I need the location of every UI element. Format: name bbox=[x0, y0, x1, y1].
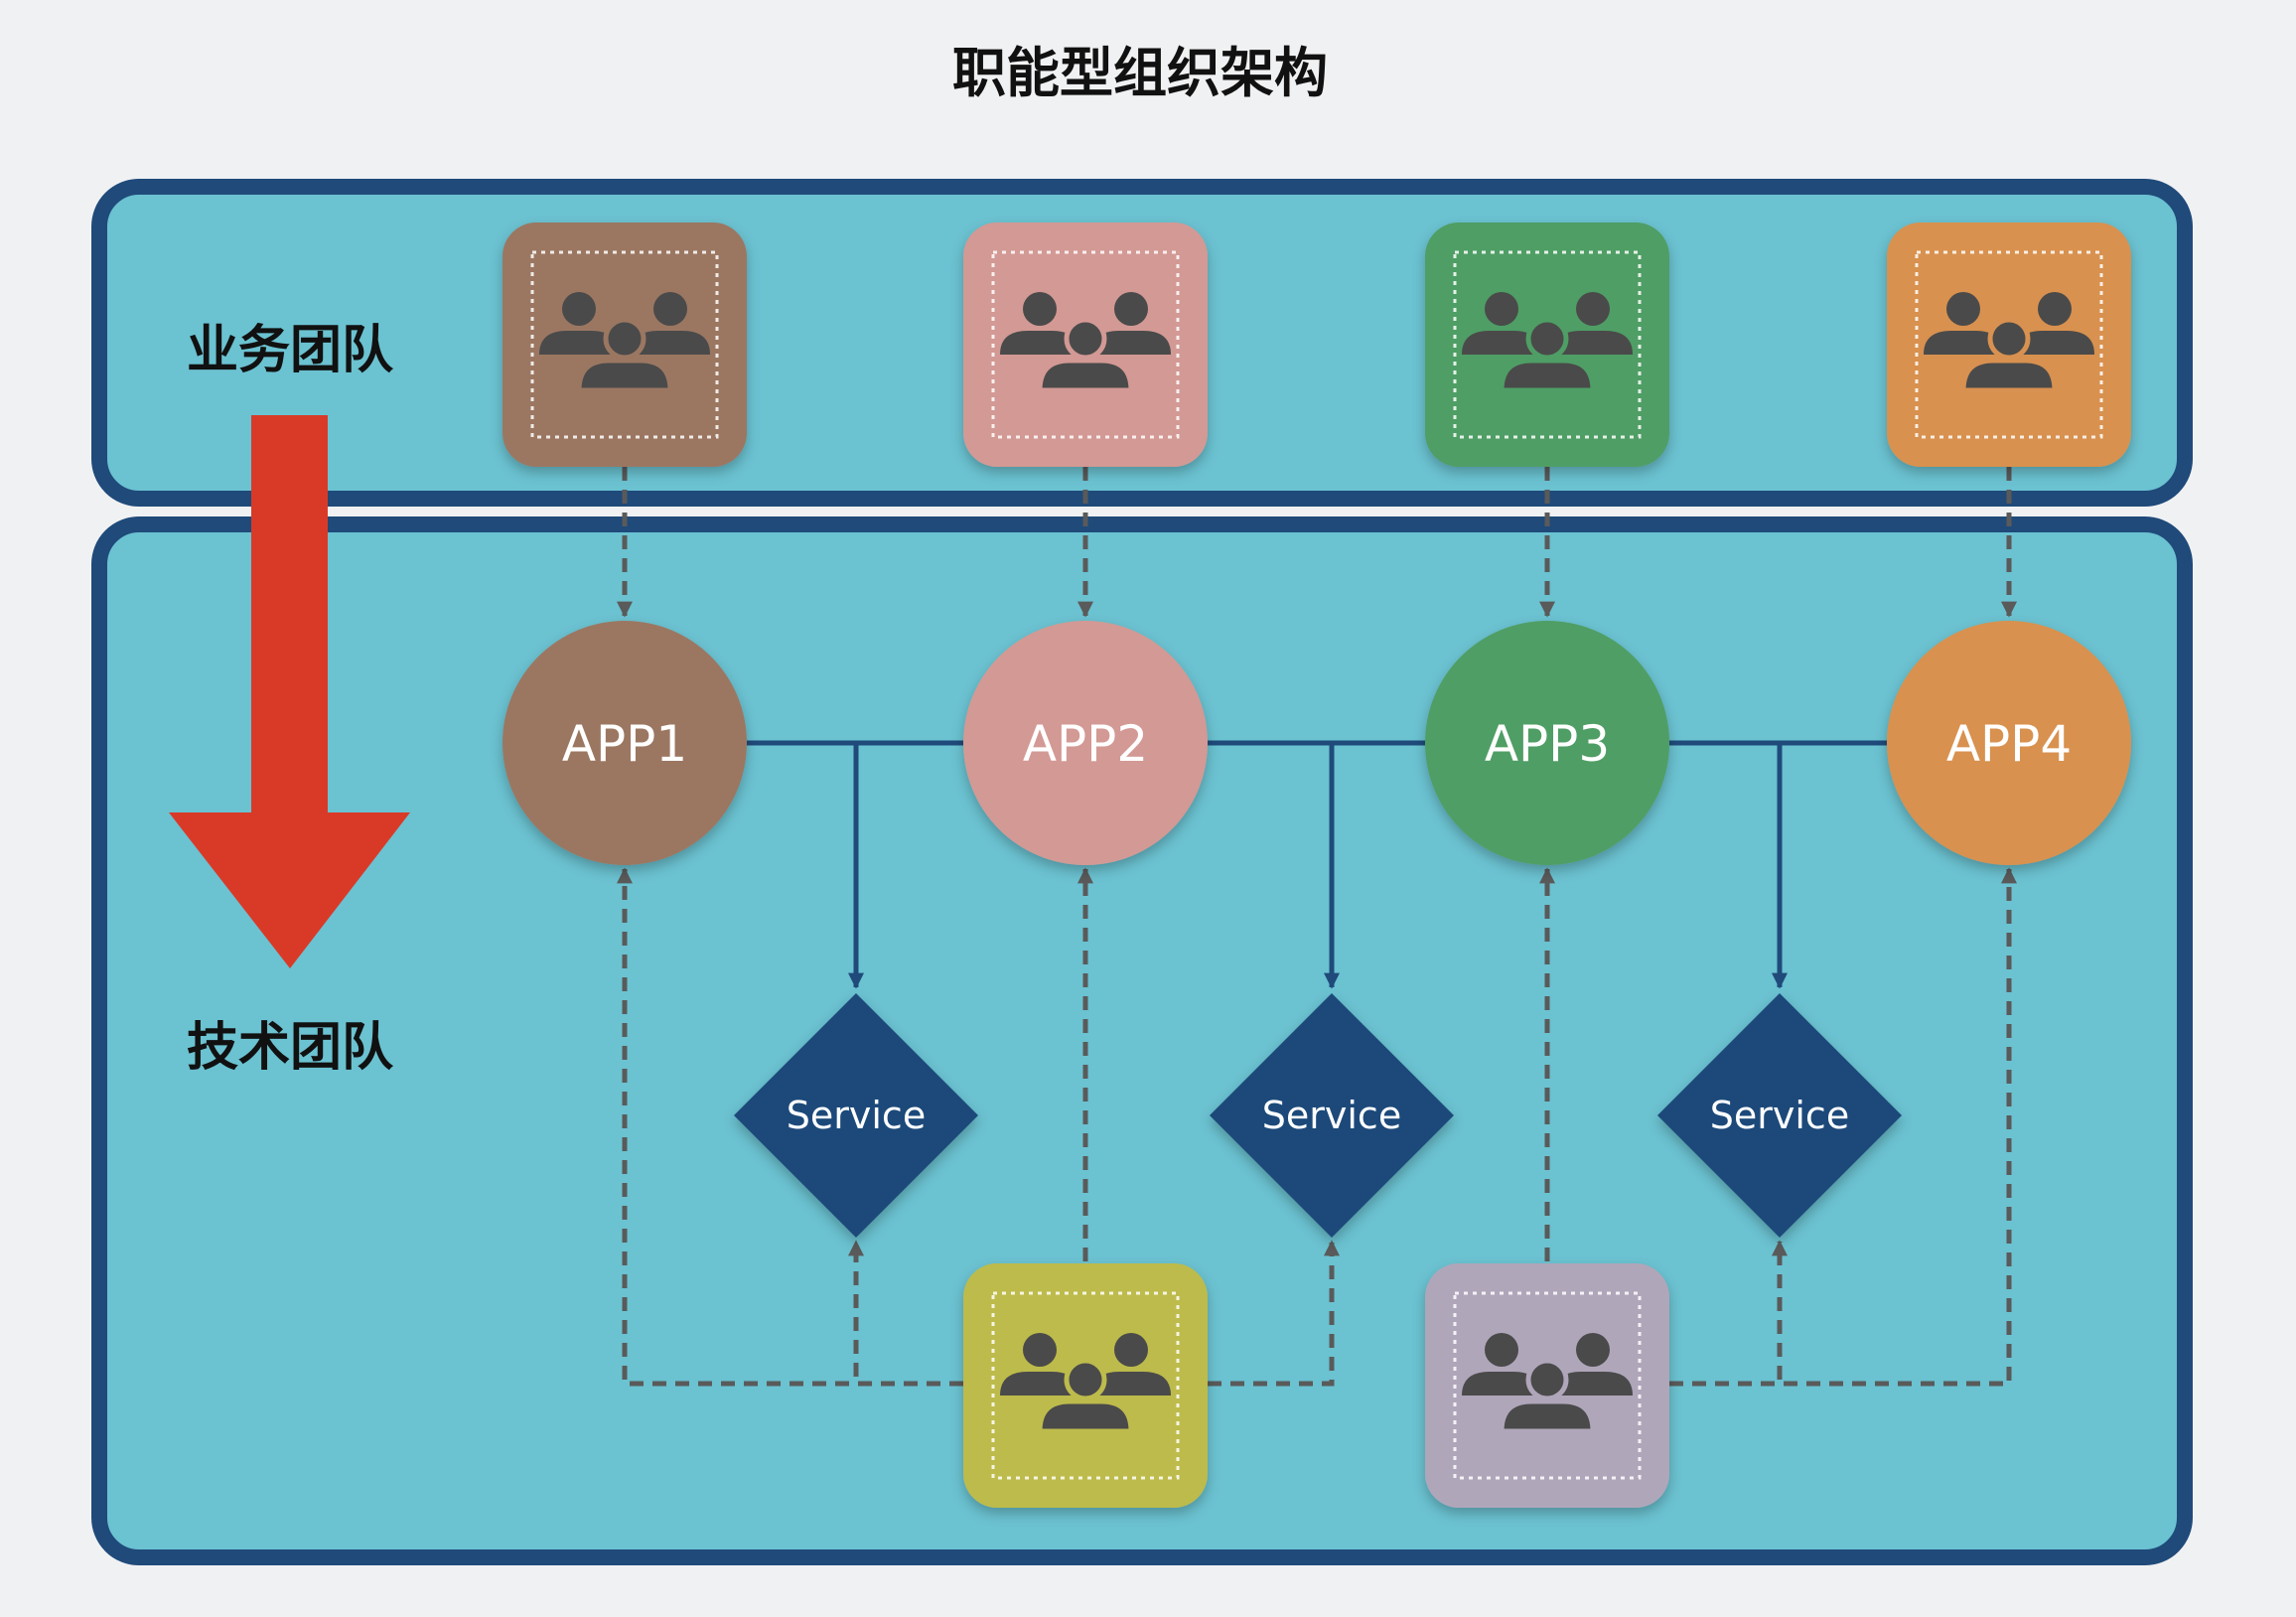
page-title: 职能型组织架构 bbox=[952, 42, 1328, 104]
shared-tech-team-tile-1 bbox=[963, 1263, 1208, 1508]
service-label: Service bbox=[1710, 1094, 1849, 1137]
service-node-3: Service bbox=[1657, 993, 1902, 1238]
app-node-3: APP3 bbox=[1425, 621, 1669, 865]
app-node-1: APP1 bbox=[502, 621, 747, 865]
service-node-2: Service bbox=[1210, 993, 1454, 1238]
app-node-2: APP2 bbox=[963, 621, 1208, 865]
app-label: APP4 bbox=[1946, 715, 2072, 773]
app-service-connectors bbox=[747, 740, 1887, 989]
business-team-tile-1 bbox=[502, 222, 747, 467]
service-label: Service bbox=[1262, 1094, 1401, 1137]
business-team-tile-2 bbox=[963, 222, 1208, 467]
service-label: Service bbox=[787, 1094, 926, 1137]
app-node-4: APP4 bbox=[1887, 621, 2131, 865]
app-label: APP1 bbox=[562, 715, 687, 773]
app-label: APP2 bbox=[1023, 715, 1148, 773]
service-node-1: Service bbox=[734, 993, 978, 1238]
shared-tech-team-tile-2 bbox=[1425, 1263, 1669, 1508]
tech-team-label: 技术团队 bbox=[187, 1018, 394, 1078]
app-label: APP3 bbox=[1485, 715, 1610, 773]
business-team-tile-4 bbox=[1887, 222, 2131, 467]
dashed-connectors bbox=[616, 467, 2018, 1387]
business-team-tile-3 bbox=[1425, 222, 1669, 467]
business-team-label: 业务团队 bbox=[187, 321, 394, 380]
top-down-direction-arrow bbox=[169, 415, 410, 968]
